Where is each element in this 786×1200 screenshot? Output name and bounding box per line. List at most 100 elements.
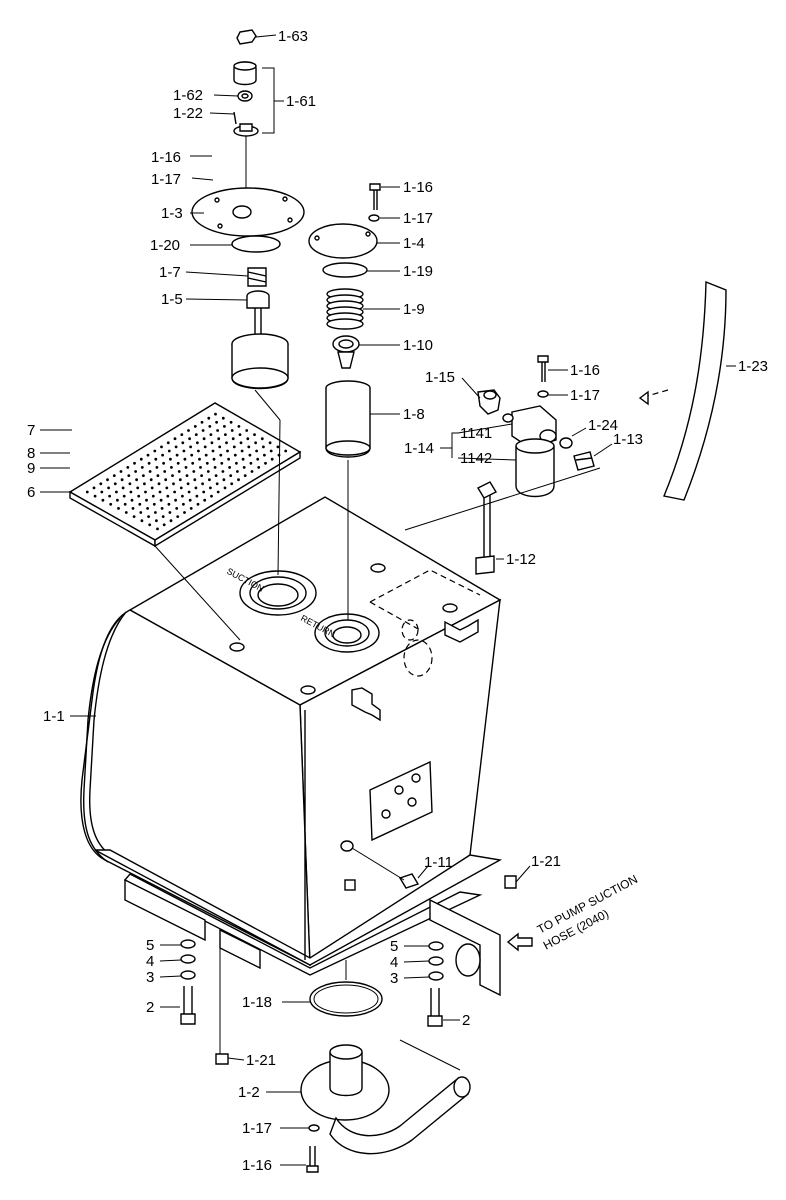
perforation-hole — [161, 515, 165, 518]
perforation-hole — [250, 470, 254, 473]
label-5-right: 5 — [390, 938, 398, 955]
perforation-hole — [233, 453, 237, 457]
label-1-16-top-left: 1-16 — [151, 149, 181, 166]
perforation-hole — [205, 461, 209, 465]
perforation-hole — [134, 470, 138, 473]
perforation-hole — [196, 441, 199, 445]
perforation-hole — [240, 449, 244, 453]
perforation-hole — [159, 498, 163, 502]
perforation-hole — [156, 527, 159, 531]
perforation-hole — [161, 453, 165, 457]
perforation-hole — [138, 502, 142, 506]
perforation-hole — [182, 449, 186, 453]
label-1-16-filter: 1-16 — [570, 362, 600, 379]
label-1-23: 1-23 — [738, 358, 768, 375]
perforation-hole — [172, 482, 175, 486]
perforation-hole — [108, 494, 111, 498]
perforation-hole — [210, 441, 214, 445]
label-9: 9 — [27, 460, 35, 477]
perforation-hole — [215, 420, 219, 424]
perforation-hole — [187, 490, 191, 494]
perforation-hole — [185, 474, 189, 477]
perforation-hole — [218, 445, 222, 449]
perforation-hole — [224, 433, 227, 436]
label-1-1: 1-1 — [43, 708, 65, 725]
perforation-hole — [146, 507, 150, 510]
label-1-17-bottom: 1-17 — [242, 1120, 272, 1137]
perforation-hole — [128, 482, 132, 486]
perforation-hole — [160, 507, 164, 510]
label-4-left: 4 — [146, 953, 154, 970]
perforation-hole — [194, 486, 198, 490]
perforation-hole — [170, 466, 173, 469]
perforation-hole — [237, 478, 240, 482]
perforation-hole — [241, 457, 245, 461]
perforation-hole — [166, 494, 170, 498]
perforation-hole — [106, 478, 109, 482]
perforation-hole — [147, 515, 151, 518]
perforation-hole — [203, 498, 207, 502]
perforated-cover-plate — [68, 402, 302, 548]
perforation-hole — [229, 420, 233, 424]
perforation-hole — [189, 445, 193, 449]
perforation-hole — [174, 445, 178, 449]
perforation-hole — [100, 490, 104, 494]
label-1-8: 1-8 — [403, 406, 425, 423]
label-1-9: 1-9 — [403, 301, 425, 318]
label-1-61: 1-61 — [286, 93, 316, 110]
perforation-hole — [171, 474, 174, 477]
perforation-hole — [214, 412, 217, 416]
perforation-hole — [222, 478, 226, 482]
perforation-hole — [276, 445, 280, 449]
label-1142: 1142 — [460, 450, 492, 467]
perforation-hole — [209, 433, 213, 436]
perforation-hole — [230, 429, 234, 432]
perforation-hole — [162, 461, 166, 465]
perforation-hole — [208, 425, 212, 428]
perforation-hole — [230, 482, 234, 486]
perforation-hole — [121, 486, 125, 490]
perforation-hole — [239, 441, 243, 445]
perforation-hole — [212, 457, 216, 461]
label-1-5: 1-5 — [161, 291, 183, 308]
label-1-19: 1-19 — [403, 263, 433, 280]
perforation-hole — [133, 461, 136, 465]
perforation-hole — [183, 457, 187, 461]
perforation-hole — [206, 470, 210, 473]
perforation-hole — [209, 486, 212, 490]
perforation-hole — [164, 478, 168, 482]
perforation-hole — [123, 502, 127, 506]
perforation-hole — [198, 457, 201, 461]
perforation-hole — [148, 523, 152, 527]
label-1-10: 1-10 — [403, 337, 433, 354]
perforation-hole — [152, 502, 156, 506]
perforation-hole — [189, 507, 193, 510]
perforation-hole — [231, 437, 235, 441]
perforation-hole — [223, 425, 226, 428]
perforation-hole — [122, 494, 126, 498]
perforation-hole — [146, 453, 150, 457]
label-1-4: 1-4 — [403, 235, 425, 252]
perforation-hole — [184, 466, 188, 469]
perforation-hole — [200, 420, 204, 424]
perforation-hole — [143, 482, 146, 486]
perforation-hole — [116, 498, 119, 502]
perforation-hole — [139, 457, 143, 461]
perforation-hole — [109, 502, 113, 506]
label-1-62: 1-62 — [173, 87, 203, 104]
label-1-20: 1-20 — [150, 237, 180, 254]
perforation-hole — [155, 519, 158, 523]
perforation-hole — [264, 461, 267, 465]
perforation-hole — [169, 519, 173, 523]
perforation-hole — [151, 494, 155, 498]
perforation-hole — [193, 425, 197, 428]
perforation-hole — [207, 416, 211, 420]
perforation-hole — [190, 453, 194, 457]
perforation-hole — [85, 490, 89, 494]
label-1-21-bottom: 1-21 — [246, 1052, 276, 1069]
perforation-hole — [101, 498, 105, 502]
perforation-hole — [216, 490, 220, 494]
perforation-hole — [135, 478, 139, 482]
perforation-hole — [220, 461, 224, 465]
